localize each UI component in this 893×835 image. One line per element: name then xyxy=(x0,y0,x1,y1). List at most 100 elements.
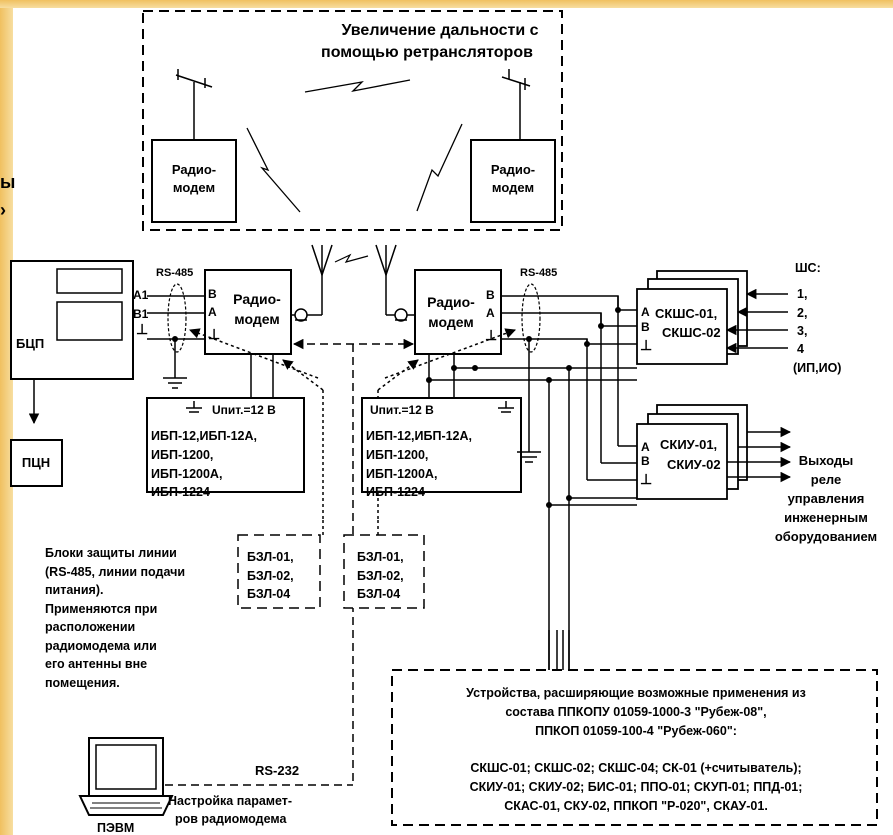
repeater-modem-left-l1: Радио- xyxy=(172,162,216,177)
rs485-left: RS-485 xyxy=(156,267,193,279)
repeater-modem-left-l2: модем xyxy=(173,180,215,195)
devices-box: Устройства, расширяющие возможные примен… xyxy=(391,669,878,826)
repeater-box: Увеличение дальности с помощью ретрансля… xyxy=(142,10,563,231)
rs232-label: RS-232 xyxy=(255,763,299,778)
modem-left-a: A xyxy=(208,305,217,319)
shs-labels: ШС: 1, 2, 3, 4 (ИП,ИО) xyxy=(793,261,841,375)
relay-l5: оборудованием xyxy=(775,529,877,544)
pc-label: ПЭВМ xyxy=(97,821,134,835)
skiu-l2: СКИУ-02 xyxy=(667,457,721,472)
modem-left-b: B xyxy=(208,287,217,301)
antenna-icon xyxy=(501,69,531,140)
radio-modem-left: B A ⊥ Радио- модем xyxy=(204,269,292,355)
psu-left-l4: ИБП-1224 xyxy=(151,485,210,499)
shs-3: 3, xyxy=(797,324,807,338)
modem-right-l1: Радио- xyxy=(427,294,475,310)
radio-modem-right: Радио- модем B A ⊥ xyxy=(414,269,502,355)
pcn-unit: ПЦН xyxy=(10,439,63,487)
bzl-left-l3: БЗЛ-04 xyxy=(247,587,290,601)
modem-left-l1: Радио- xyxy=(233,291,281,307)
ground-icon: ⊥ xyxy=(136,321,148,337)
config-l1: Настройка парамет- xyxy=(168,794,292,808)
note-l1: Блоки защиты линии xyxy=(45,546,177,560)
ground-icon: ⊥ xyxy=(640,337,652,353)
edge-fragment-top: ы xyxy=(0,172,15,192)
note-l6: радиомодема или xyxy=(45,639,157,653)
note-l5: расположении xyxy=(45,620,135,634)
bzl-right: БЗЛ-01, БЗЛ-02, БЗЛ-04 xyxy=(343,534,425,609)
edge-fragment-bottom: › xyxy=(0,200,6,220)
psu-right-l1: ИБП-12,ИБП-12А, xyxy=(366,429,472,443)
modem-right-l2: модем xyxy=(428,314,473,330)
psu-left-supply: Uпит.=12 В xyxy=(212,403,276,417)
repeater-modem-left xyxy=(151,139,237,223)
skiu-a: A xyxy=(641,440,650,454)
laptop-icon xyxy=(78,737,174,816)
antenna-icon xyxy=(311,244,397,305)
devices-l1: Устройства, расширяющие возможные примен… xyxy=(466,686,806,700)
repeater-modem-right-l2: модем xyxy=(492,180,534,195)
relay-l2: реле xyxy=(811,472,842,487)
psu-left: Uпит.=12 В ИБП-12,ИБП-12А, ИБП-1200, ИБП… xyxy=(146,397,305,499)
pcn-label: ПЦН xyxy=(22,455,50,470)
note-l8: помещения. xyxy=(45,676,120,690)
rs485-right: RS-485 xyxy=(520,267,557,279)
shs-title: ШС: xyxy=(795,261,821,275)
psu-left-l2: ИБП-1200, xyxy=(151,448,213,462)
antenna-icon xyxy=(175,69,213,140)
psu-left-l1: ИБП-12,ИБП-12А, xyxy=(151,429,257,443)
background-strip-top xyxy=(0,0,893,8)
repeater-modem-right-l1: Радио- xyxy=(491,162,535,177)
repeater-title-line2: помощью ретрансляторов xyxy=(321,44,533,61)
bzl-right-l2: БЗЛ-02, xyxy=(357,569,404,583)
psu-right-l4: ИБП-1224 xyxy=(366,485,425,499)
devices-l2: состава ППКОПУ 01059-1000-3 "Рубеж-08", xyxy=(505,705,766,719)
line-protection-note: Блоки защиты линии (RS-485, линии подачи… xyxy=(45,546,185,690)
modem-left-l2: модем xyxy=(234,311,279,327)
note-l2: (RS-485, линии подачи xyxy=(45,565,185,579)
bcp-label: БЦП xyxy=(16,336,44,351)
relay-l1: Выходы xyxy=(799,453,854,468)
ground-icon: ⊥ xyxy=(640,471,652,487)
skshs-a: A xyxy=(641,305,650,319)
skshs-l2: СКШС-02 xyxy=(662,325,721,340)
devices-l5: СКШС-01; СКШС-02; СКШС-04; СК-01 (+считы… xyxy=(470,761,801,775)
modem-right-b: B xyxy=(486,288,495,302)
repeater-modem-right xyxy=(470,139,556,223)
skiu-b: B xyxy=(641,454,650,468)
bcp-b1: B1 xyxy=(133,307,149,321)
note-l4: Применяются при xyxy=(45,602,157,616)
bzl-right-l3: БЗЛ-04 xyxy=(357,587,400,601)
shs-note: (ИП,ИО) xyxy=(793,361,841,375)
shs-4: 4 xyxy=(797,342,804,356)
shs-1: 1, xyxy=(797,287,807,301)
skiu-module: A B ⊥ СКИУ-01, СКИУ-02 xyxy=(636,404,748,500)
bzl-right-l1: БЗЛ-01, xyxy=(357,550,404,564)
psu-right: Uпит.=12 В ИБП-12,ИБП-12А, ИБП-1200, ИБП… xyxy=(361,397,522,499)
background-strip-left xyxy=(0,0,13,835)
skiu-l1: СКИУ-01, xyxy=(660,437,717,452)
skshs-module: A B ⊥ СКШС-01, СКШС-02 xyxy=(636,270,748,365)
skshs-l1: СКШС-01, xyxy=(655,306,717,321)
relay-l3: управления xyxy=(788,491,865,506)
config-l2: ров радиомодема xyxy=(175,812,287,826)
ground-icon: ⊥ xyxy=(485,327,497,343)
relay-outputs-label: Выходы реле управления инженерным оборуд… xyxy=(775,453,877,544)
bcp-a1: A1 xyxy=(133,288,149,302)
psu-right-l2: ИБП-1200, xyxy=(366,448,428,462)
bzl-left-l1: БЗЛ-01, xyxy=(247,550,294,564)
skshs-b: B xyxy=(641,320,650,334)
repeater-title-line1: Увеличение дальности с xyxy=(341,22,538,39)
bzl-left: БЗЛ-01, БЗЛ-02, БЗЛ-04 xyxy=(237,534,321,609)
modem-right-a: A xyxy=(486,306,495,320)
psu-left-l3: ИБП-1200А, xyxy=(151,467,222,481)
devices-l3: ППКОП 01059-100-4 "Рубеж-060": xyxy=(535,724,737,738)
bzl-left-l2: БЗЛ-02, xyxy=(247,569,294,583)
psu-right-l3: ИБП-1200А, xyxy=(366,467,437,481)
devices-l7: СКАС-01, СКУ-02, ППКОП "Р-020", СКАУ-01. xyxy=(504,799,768,813)
note-l3: питания). xyxy=(45,583,103,597)
bcp-unit: БЦП A1 B1 ⊥ xyxy=(10,260,149,380)
relay-l4: инженерным xyxy=(784,510,868,525)
